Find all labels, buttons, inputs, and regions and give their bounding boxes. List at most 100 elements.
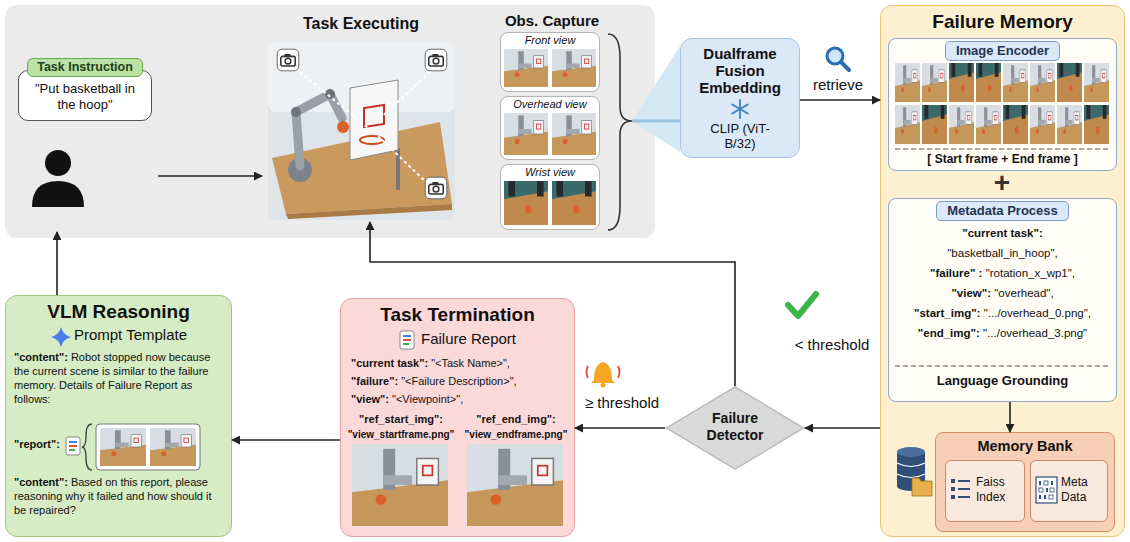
node-text: Front view <box>525 34 576 46</box>
memory-bank-box: Memory BankFaiss Index Meta Data <box>935 432 1115 532</box>
node-text: Overhead view <box>513 98 586 110</box>
node-text: "ref_start_img": <box>359 413 443 425</box>
node-text: ".../overhead_0.png", <box>984 307 1091 319</box>
report-icon <box>400 331 414 349</box>
text-row: Wrist view <box>501 166 599 179</box>
node-text: "view": <box>351 393 389 405</box>
node-text: "view_startframe.png" <box>348 429 455 440</box>
text-row: Dualframe Fusion Embedding <box>685 46 795 97</box>
node-text: "content": <box>14 476 68 488</box>
node-text: Prompt Template <box>74 326 187 343</box>
memory-panel: Failure MemoryImage Encoder [ Start frame… <box>880 5 1125 537</box>
node-text: "content": <box>14 351 68 363</box>
instruction-group: "Put basketball in the hoop" Task Instruc… <box>12 56 158 232</box>
node-text: Language Grounding <box>937 373 1068 388</box>
meta-box: Meta Data <box>1030 460 1108 522</box>
text-row: "view":"overhead", <box>889 287 1116 301</box>
node-text: CLIP (ViT-B/32) <box>710 121 769 151</box>
metadata-box: Metadata Process "current task": "basketba… <box>888 198 1117 402</box>
text-row: "end_img":".../overhead_3.png" <box>889 327 1116 341</box>
database-icon <box>897 447 932 496</box>
text-row: "ref_start_img": <box>345 413 457 426</box>
text-row: Language Grounding <box>889 373 1116 389</box>
node-text: Failure Detector <box>707 410 764 443</box>
text-row: Memory Bank <box>936 438 1114 455</box>
node-text: "report": <box>14 438 60 450</box>
view-thumbnails <box>504 49 596 225</box>
flow-arrow <box>800 99 880 101</box>
node-text: Task Executing <box>303 15 419 32</box>
text-row: "content":Robot stopped now because the … <box>14 351 225 407</box>
node-text: "end_img": <box>918 327 980 339</box>
index-icon <box>951 479 970 499</box>
node-text: Dualframe Fusion Embedding <box>699 45 781 96</box>
check-icon <box>788 294 816 316</box>
brace <box>608 34 680 230</box>
text-row: Failure Memory <box>881 11 1124 34</box>
text-row: "start_img":".../overhead_0.png", <box>889 307 1116 321</box>
flow-arrow <box>158 175 262 177</box>
encoder-frames <box>895 63 1110 366</box>
node-text: Failure Memory <box>932 11 1072 32</box>
node-text: "current task": <box>351 357 428 369</box>
text-row: "view":"<Viewpoint>", <box>351 393 568 406</box>
flow-arrow <box>232 439 340 441</box>
execution-frame: Task Executing <box>262 12 460 222</box>
text-row: "current task":"<Task Name>", <box>351 357 568 370</box>
text-row: Failure Report <box>341 330 574 348</box>
text-row: [ Start frame + End frame ] <box>889 152 1116 166</box>
text-row: Task Termination <box>341 304 574 327</box>
text-row: Metadata Process <box>889 201 1116 221</box>
view-box: Front view <box>500 32 600 92</box>
capture-group: Obs. CaptureFront viewOverhead viewWrist… <box>496 10 632 232</box>
node-text: Image Encoder <box>945 41 1060 61</box>
node-text: "<Failure Description>", <box>401 375 516 387</box>
text-row: VLM Reasoning <box>6 301 231 324</box>
snowflake-icon <box>732 100 748 118</box>
flow-arrow <box>56 232 58 295</box>
node-text: Obs. Capture <box>505 12 599 29</box>
node-text: "Put basketball in the hoop" <box>35 81 135 112</box>
node-text: "view": <box>951 287 991 299</box>
node-text: "<Viewpoint>", <box>392 393 463 405</box>
flow-arrow <box>805 427 880 429</box>
simulation-scene <box>268 42 455 220</box>
flow-arrow <box>632 120 680 123</box>
node-text: "start_img": <box>914 307 981 319</box>
text-row: "Put basketball in the hoop" <box>18 70 152 121</box>
node-text: "current task": <box>962 227 1043 239</box>
text-row: "basketball_in_hoop", <box>889 247 1116 261</box>
node-text: Meta Data <box>1061 475 1088 504</box>
text-row: "view_startframe.png" <box>345 429 457 441</box>
text-row: "view_endframe.png" <box>460 429 572 441</box>
node-text: "overhead", <box>994 287 1053 299</box>
node-text: Faiss Index <box>976 475 1005 504</box>
text-row: "report": <box>14 438 74 451</box>
text-row: Overhead view <box>501 98 599 111</box>
index-box: Faiss Index <box>945 460 1025 522</box>
node-text: Task Instruction <box>27 58 143 77</box>
plus-sign: + <box>992 169 1012 197</box>
text-row: Front view <box>501 34 599 47</box>
node-text: "failure" : <box>930 267 982 279</box>
node-text: ".../overhead_3.png" <box>983 327 1087 339</box>
node-text: Task Termination <box>380 304 535 325</box>
text-row: "current task": <box>889 227 1116 241</box>
text-row: CLIP (ViT-B/32) <box>700 122 780 152</box>
encoder-box: Image Encoder [ Start frame + End frame ] <box>888 38 1117 171</box>
node-text: "view_endframe.png" <box>465 429 568 440</box>
edge-label: < threshold <box>793 336 872 353</box>
text-row: Task Instruction <box>12 58 158 77</box>
node-text: "<Task Name>", <box>431 357 510 369</box>
report-thumbnail <box>66 424 200 470</box>
reasoning-panel: VLM ReasoningPrompt Template "content":Ro… <box>5 295 232 537</box>
text-row: Prompt Template <box>6 326 231 344</box>
flow-arrow <box>575 427 665 429</box>
text-row: Obs. Capture <box>500 12 604 30</box>
edge-label: retrieve <box>811 76 865 93</box>
node-text: VLM Reasoning <box>47 301 190 322</box>
node-text: "failure": <box>351 375 398 387</box>
node-text: Failure Report <box>421 330 516 347</box>
text-row: Failure Detector <box>695 410 775 444</box>
